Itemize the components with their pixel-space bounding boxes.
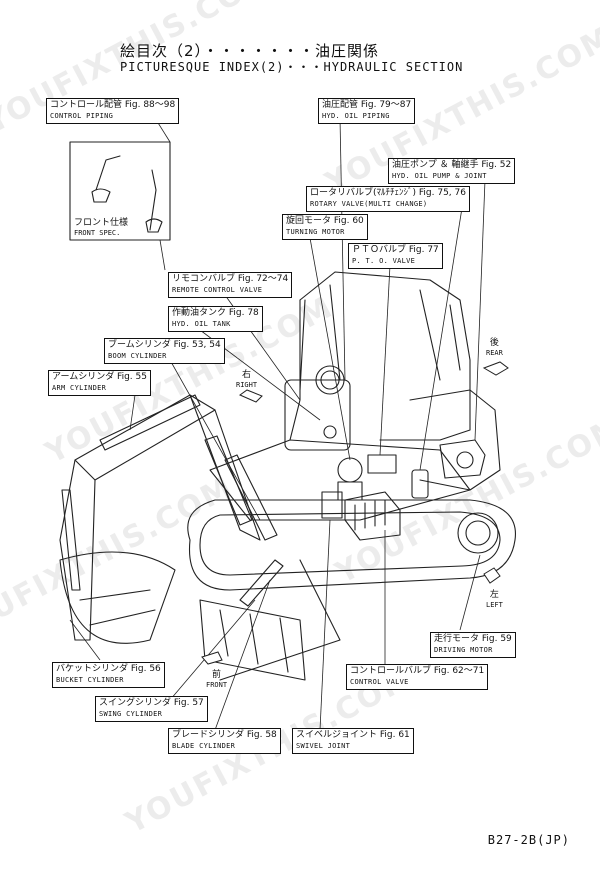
front-spec-inset <box>69 141 171 241</box>
page-number: B27-2B(JP) <box>487 833 570 847</box>
page-title-en: PICTURESQUE INDEX(2)・・・HYDRAULIC SECTION <box>120 60 464 74</box>
rear-arrow-icon <box>482 361 509 376</box>
left-arrow-icon <box>483 567 501 584</box>
right-arrow-icon <box>238 389 263 403</box>
front-arrow-icon <box>201 651 223 665</box>
page-title-jp: 絵目次（2）・・・・・・・油圧関係 <box>120 42 380 60</box>
